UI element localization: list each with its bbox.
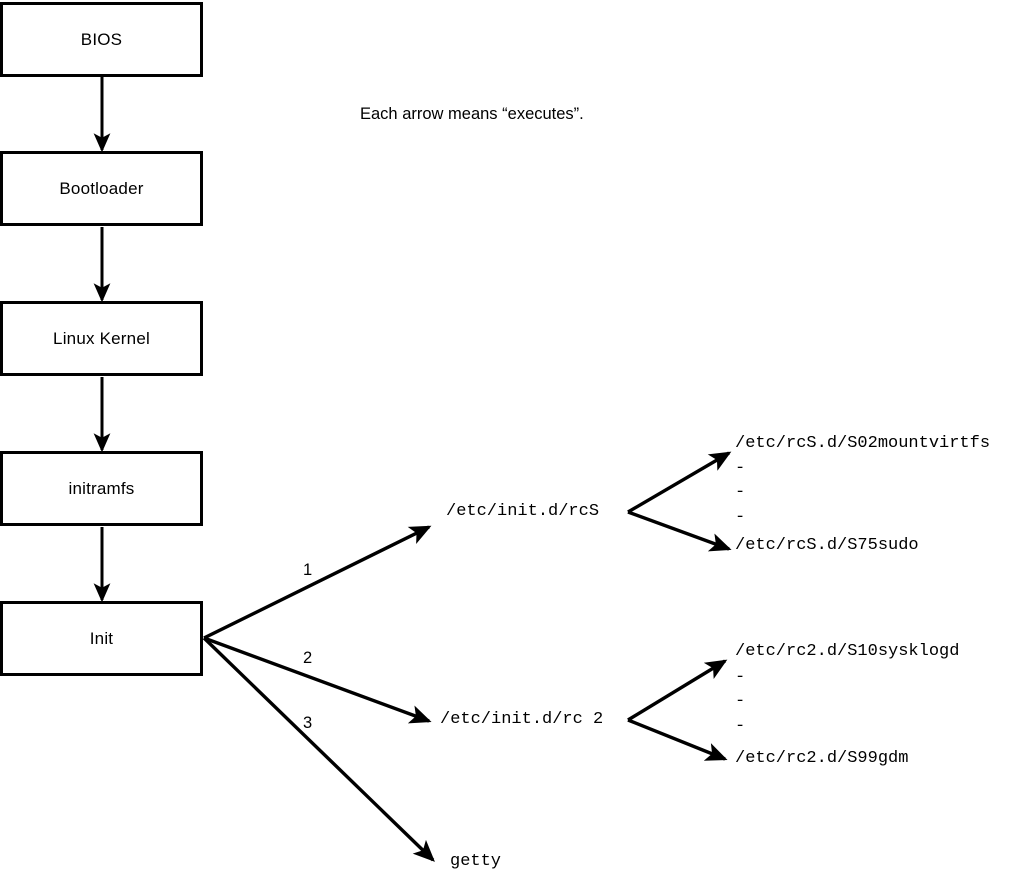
node-linux-kernel[interactable]: Linux Kernel — [0, 301, 203, 376]
ellipsis-dash: - — [735, 508, 746, 527]
edge-init-to-rc2 — [203, 636, 432, 724]
node-init-label: Init — [89, 629, 114, 648]
edge-init-to-rcs — [203, 525, 432, 640]
node-bootloader[interactable]: Bootloader — [0, 151, 203, 226]
stage-label-getty[interactable]: getty — [450, 852, 502, 871]
stage-label-rcs[interactable]: /etc/init.d/rcS — [446, 502, 600, 521]
edge-number-1: 1 — [303, 561, 313, 579]
stage-label-rc2[interactable]: /etc/init.d/rc 2 — [440, 710, 604, 729]
node-bios-label: BIOS — [80, 30, 123, 49]
script-label-rc2-first[interactable]: /etc/rc2.d/S10sysklogd — [735, 642, 960, 661]
node-bootloader-label: Bootloader — [59, 179, 144, 198]
edge-rc2-to-s99gdm — [627, 718, 728, 761]
node-bios[interactable]: BIOS — [0, 2, 203, 77]
edge-init-to-getty — [202, 636, 435, 862]
node-init[interactable]: Init — [0, 601, 203, 676]
node-initramfs-label: initramfs — [68, 479, 135, 498]
script-label-rc2-last[interactable]: /etc/rc2.d/S99gdm — [735, 749, 909, 768]
ellipsis-dash: - — [735, 717, 746, 736]
edge-rcs-to-s02mountvirtfs — [627, 451, 732, 514]
edge-rcs-to-s75sudo — [627, 510, 732, 552]
ellipsis-dash: - — [735, 668, 746, 687]
script-label-rcs-last[interactable]: /etc/rcS.d/S75sudo — [735, 536, 919, 555]
node-initramfs[interactable]: initramfs — [0, 451, 203, 526]
edge-number-2: 2 — [303, 649, 313, 667]
edge-number-3: 3 — [303, 714, 313, 732]
ellipsis-dash: - — [735, 692, 746, 711]
script-label-rcs-first[interactable]: /etc/rcS.d/S02mountvirtfs — [735, 434, 991, 453]
edge-rc2-to-s10sysklogd — [627, 659, 728, 722]
ellipsis-dash: - — [735, 483, 746, 502]
ellipsis-dash: - — [735, 459, 746, 478]
node-linux-kernel-label: Linux Kernel — [53, 329, 150, 348]
legend-note: Each arrow means “executes”. — [360, 105, 584, 123]
